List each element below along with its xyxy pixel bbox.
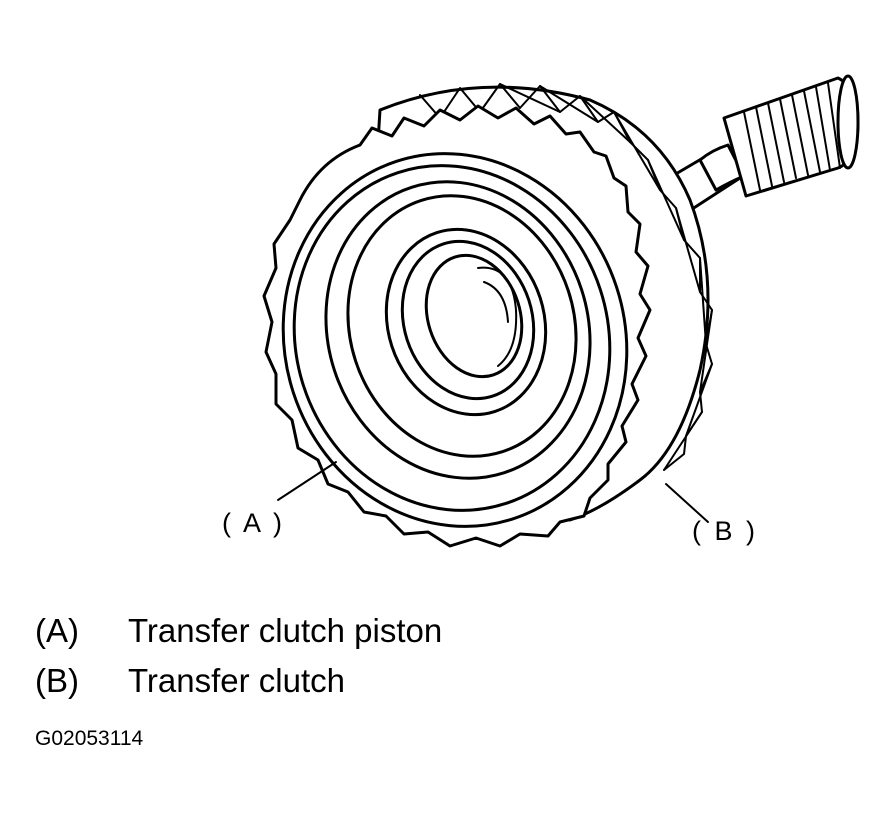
legend-key: (A) <box>35 612 79 649</box>
shaft-splines <box>743 82 841 191</box>
legend-key: (B) <box>35 662 79 699</box>
legend-text: Transfer clutch piston <box>128 612 443 649</box>
legend-text: Transfer clutch <box>128 662 346 699</box>
drum-splines <box>419 83 713 471</box>
callout-label-b: ( B ) <box>692 516 758 546</box>
leader-line-a <box>277 461 337 501</box>
clutch-assembly-illustration <box>262 74 860 548</box>
figure-code: G02053114 <box>35 727 144 750</box>
callout-label-a: ( A ) <box>222 508 286 538</box>
clutch-piston <box>281 152 629 528</box>
leader-line-b <box>665 483 709 523</box>
